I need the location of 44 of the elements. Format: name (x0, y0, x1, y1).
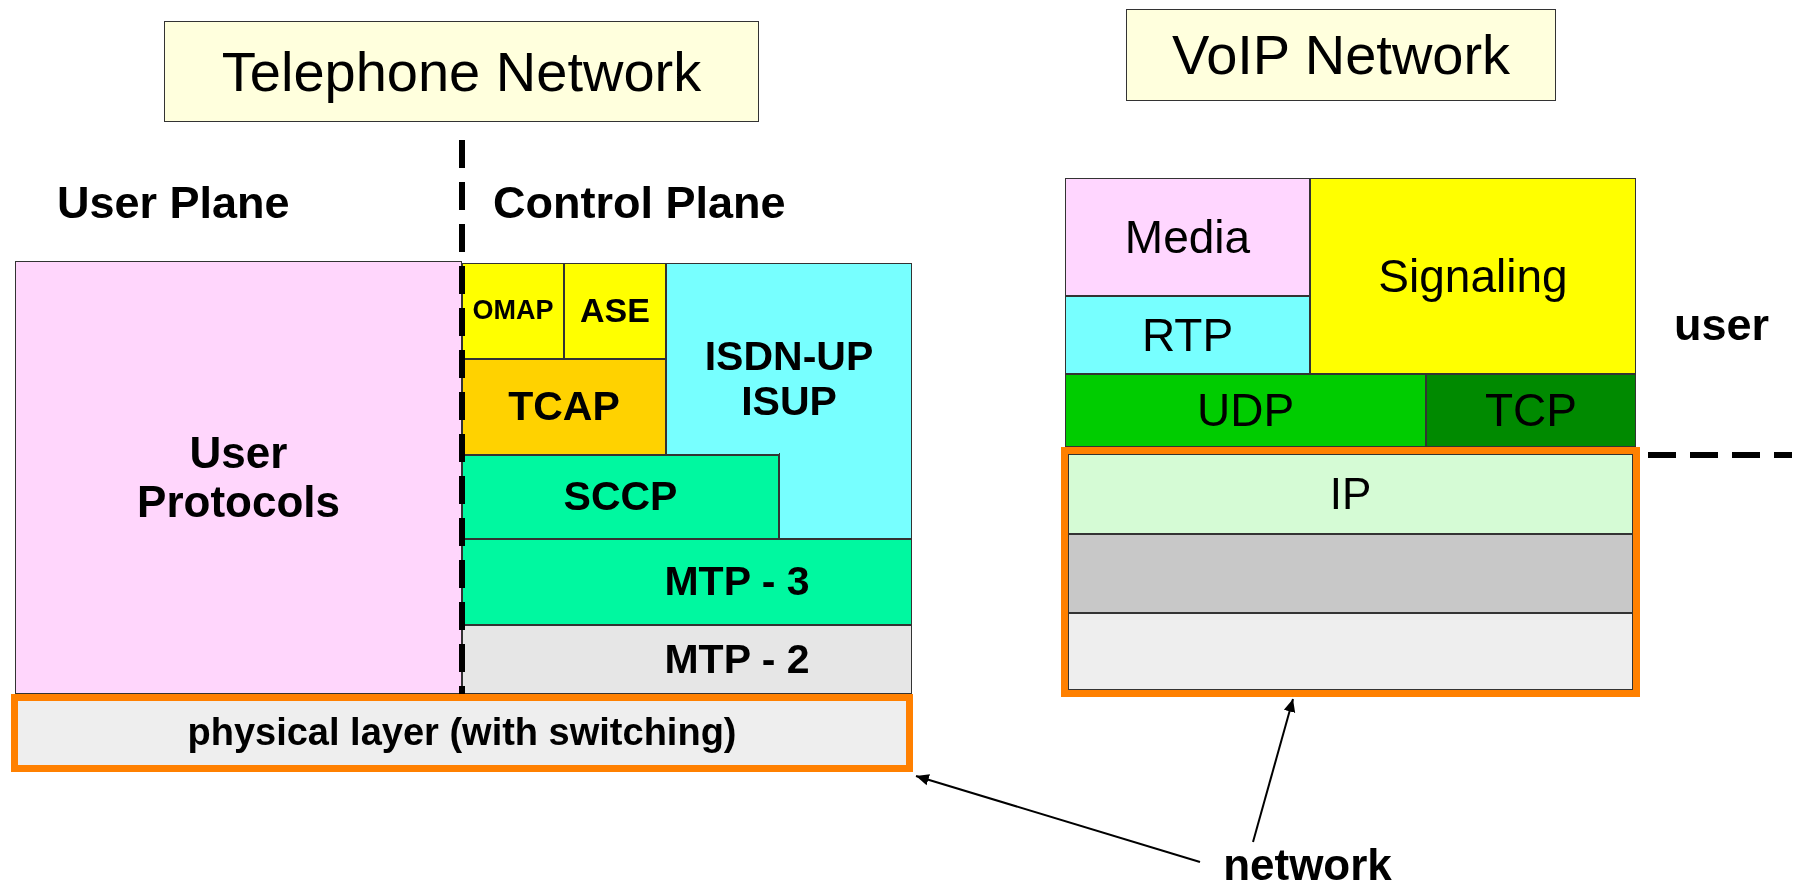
layer-name: physical layer (with switching) (187, 712, 737, 754)
protocol-layer (1065, 296, 1310, 374)
title-band (164, 21, 759, 122)
layer-name: Media (1124, 211, 1251, 263)
layer-name: RTP (1141, 309, 1234, 361)
protocol-layer (462, 359, 666, 455)
plane-label: Control Plane (493, 180, 786, 225)
layer-name: MTP - 3 (664, 559, 810, 605)
protocol-layer (1068, 613, 1633, 690)
protocol-layer (1310, 178, 1636, 374)
protocol-layer (1068, 454, 1633, 534)
protocol-layer (1065, 374, 1426, 447)
protocol-layer (1426, 374, 1636, 447)
layer-name: TCP (1485, 385, 1577, 436)
note-text: network (1223, 840, 1392, 890)
layer-name: TCAP (508, 384, 620, 430)
title-band (1126, 9, 1556, 101)
protocol-layer (15, 261, 462, 694)
layer-name: ISDN-UP ISUP (703, 333, 875, 425)
protocol-layer (462, 625, 912, 694)
layer-name: OMAP (472, 296, 554, 326)
network-layer-box (11, 694, 913, 772)
title-text: Telephone Network (221, 40, 702, 103)
protocol-layer (666, 263, 912, 455)
protocol-layer (462, 455, 779, 539)
layer-name: MTP - 2 (664, 636, 810, 683)
layer-name: IP (1329, 469, 1372, 519)
protocol-layer (1068, 534, 1633, 613)
protocol-layer (462, 539, 912, 625)
plane-label: user (1674, 302, 1770, 347)
layer-name: SCCP (563, 474, 678, 520)
layer-name: Signaling (1378, 250, 1568, 302)
protocol-layer (564, 263, 666, 359)
protocol-layer (779, 453, 912, 539)
arrow (1252, 698, 1296, 843)
layer-name: ASE (580, 292, 650, 330)
title-text: VoIP Network (1171, 24, 1511, 86)
layer-name: User Protocols (136, 429, 341, 526)
protocol-layer (1065, 178, 1310, 296)
protocol-layer (462, 263, 564, 359)
plane-label: User Plane (57, 180, 290, 225)
arrow (915, 774, 1201, 863)
network-layer-box (1061, 447, 1640, 697)
layer-name: UDP (1196, 385, 1295, 436)
